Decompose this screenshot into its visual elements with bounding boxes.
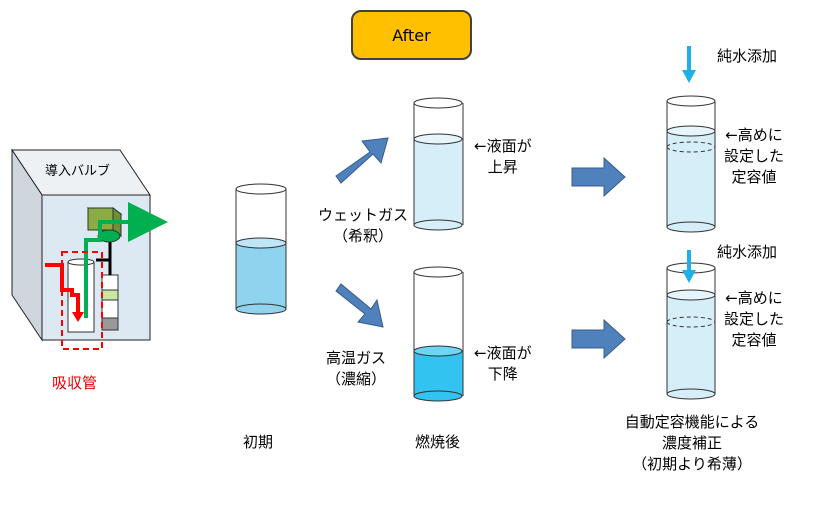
arrow-right-top (571, 156, 626, 198)
after-combustion-label: 燃焼後 (415, 433, 461, 451)
arrow-to-hot (335, 283, 384, 328)
level-up-label: ←液面が 上昇 (474, 137, 532, 176)
absorber-highlight-box (61, 251, 103, 350)
set-volume-bottom-label: ←高めに 設定した 定容値 (724, 289, 785, 349)
water-drop-arrow-top (682, 46, 696, 83)
wet-gas-label: ウェットガス （希釈） (318, 206, 409, 245)
initial-label: 初期 (243, 433, 274, 451)
cylinder-initial (235, 183, 287, 315)
cylinder-hot (413, 266, 464, 402)
cylinder-wet (413, 97, 464, 231)
set-volume-top-label: ←高めに 設定した 定容値 (724, 126, 785, 186)
cylinder-final-bottom (666, 262, 716, 400)
hot-gas-label: 高温ガス （濃縮） (326, 349, 387, 388)
after-badge: After (351, 10, 472, 60)
auto-correction-label: 自動定容機能による 濃度補正 （初期より希薄） (624, 413, 760, 473)
gas-path-green (84, 202, 168, 318)
level-down-label: ←液面が 下降 (474, 344, 532, 383)
after-badge-label: After (392, 25, 431, 45)
absorber-label: 吸収管 (52, 374, 98, 392)
arrow-right-bottom (571, 318, 626, 360)
add-water-top-label: 純水添加 (717, 47, 778, 65)
add-water-bottom-label: 純水添加 (717, 243, 778, 261)
arrow-to-wet (335, 137, 389, 184)
cylinder-final-top (666, 95, 716, 233)
water-drop-arrow-bottom (682, 250, 696, 283)
valve-label: 導入バルブ (45, 164, 111, 179)
